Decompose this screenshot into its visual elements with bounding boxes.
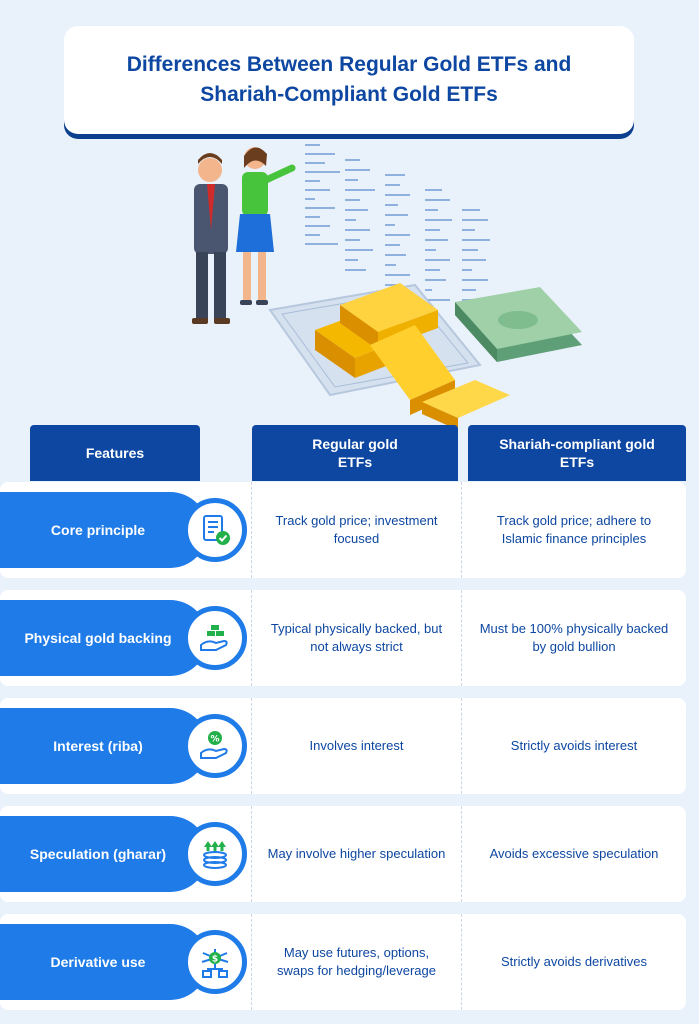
table-row: Core principle Track gold price; investm… <box>0 482 686 578</box>
header-regular-label: Regular gold ETFs <box>312 436 398 470</box>
feature-label: Physical gold backing <box>24 630 172 646</box>
feature-pill: Core principle <box>0 492 208 568</box>
svg-text:$: $ <box>212 955 218 965</box>
regular-cell: Track gold price; investment focused <box>251 482 461 578</box>
regular-cell: Involves interest <box>251 698 461 794</box>
feature-pill: Interest (riba) <box>0 708 208 784</box>
gold-bars-graphic <box>315 283 510 430</box>
shariah-cell: Must be 100% physically backed by gold b… <box>461 590 686 686</box>
feature-label: Speculation (gharar) <box>29 846 167 862</box>
table-row: Interest (riba) % Involves interest Stri… <box>0 698 686 794</box>
businesswoman-graphic <box>236 147 296 305</box>
businessman-graphic <box>192 153 230 324</box>
title-card: Differences Between Regular Gold ETFs an… <box>64 26 634 134</box>
hand-gold-bars-icon <box>183 606 247 670</box>
cash-stack-graphic <box>455 287 582 362</box>
table-row: Derivative use $ May use futures, option… <box>0 914 686 1010</box>
shariah-cell: Avoids excessive speculation <box>461 806 686 902</box>
regular-cell: Typical physically backed, but not alway… <box>251 590 461 686</box>
header-features-label: Features <box>85 445 145 461</box>
header-regular: Regular gold ETFs <box>252 425 458 481</box>
dollar-network-icon: $ <box>183 930 247 994</box>
shariah-cell: Track gold price; adhere to Islamic fina… <box>461 482 686 578</box>
feature-pill: Speculation (gharar) <box>0 816 208 892</box>
header-shariah: Shariah-compliant gold ETFs <box>468 425 686 481</box>
header-features: Features <box>30 425 200 481</box>
shariah-cell: Strictly avoids interest <box>461 698 686 794</box>
feature-pill: Physical gold backing <box>0 600 208 676</box>
document-check-icon <box>183 498 247 562</box>
feature-label: Derivative use <box>50 954 146 970</box>
svg-text:%: % <box>210 735 219 745</box>
shariah-cell: Strictly avoids derivatives <box>461 914 686 1010</box>
feature-pill: Derivative use <box>0 924 208 1000</box>
table-row: Speculation (gharar) May involve higher … <box>0 806 686 902</box>
table-row: Physical gold backing Typical physically… <box>0 590 686 686</box>
regular-cell: May involve higher speculation <box>251 806 461 902</box>
header-shariah-label: Shariah-compliant gold ETFs <box>499 436 655 470</box>
feature-label: Core principle <box>50 522 146 538</box>
regular-cell: May use futures, options, swaps for hedg… <box>251 914 461 1010</box>
hand-percent-icon: % <box>183 714 247 778</box>
data-panel-graphic <box>305 144 490 301</box>
page-title: Differences Between Regular Gold ETFs an… <box>126 53 572 106</box>
hero-illustration <box>192 144 582 430</box>
feature-label: Interest (riba) <box>53 738 143 754</box>
coins-arrows-up-icon <box>183 822 247 886</box>
